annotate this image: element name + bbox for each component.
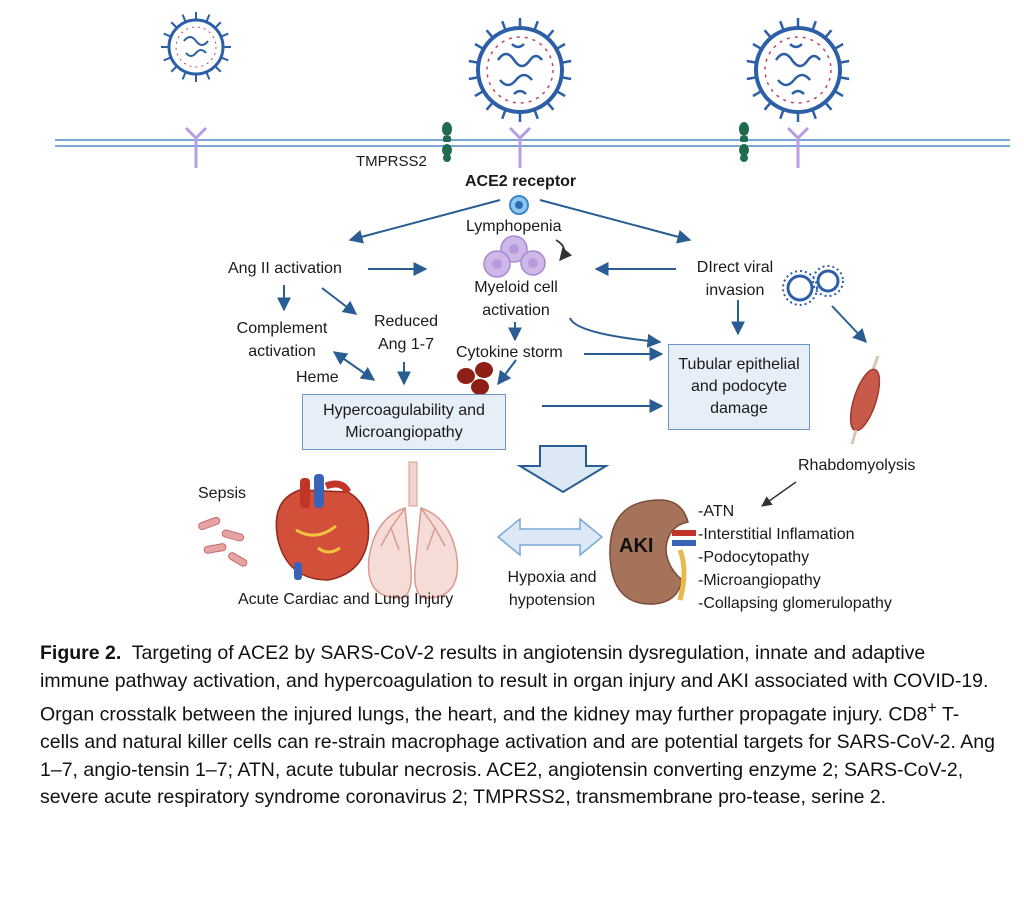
caption-text-continued: T-cells and natural killer cells can re-…	[40, 703, 995, 809]
tubular-line2: and podocyte	[690, 378, 788, 395]
aki-item: -ATN	[698, 503, 735, 520]
hypoxia-label: Hypoxia and hypotension	[496, 568, 608, 611]
complement-line2: activation	[248, 343, 316, 360]
cardiac-lung-injury-label: Acute Cardiac and Lung Injury	[238, 591, 454, 608]
rhabdo-arrow	[761, 481, 797, 507]
tubular-damage-box: Tubular epithelial and podocyte damage	[668, 344, 810, 430]
direct-line2: invasion	[705, 282, 765, 299]
virus-icon-right	[746, 18, 850, 122]
tmprss2-icon	[442, 122, 749, 162]
aki-item: -Podocytopathy	[698, 549, 810, 566]
direct-line1: DIrect viral	[696, 259, 774, 276]
lungs-icon	[367, 461, 459, 599]
heart-icon	[275, 474, 370, 581]
lymphopenia-curved-arrow	[555, 239, 573, 261]
hypoxia-line2: hypotension	[508, 592, 596, 609]
hyper-line2: Microangiopathy	[345, 424, 463, 441]
diagram-graphics	[55, 12, 1010, 605]
reduced-ang-label: Reduced Ang 1-7	[366, 312, 446, 355]
figure-number: Figure 2.	[40, 642, 122, 664]
sepsis-label: Sepsis	[198, 485, 247, 502]
myeloid-activation-label: Myeloid cell activation	[458, 278, 574, 321]
myeloid-cells-icon	[483, 235, 546, 278]
myeloid-line1: Myeloid cell	[474, 279, 558, 296]
direct-invasion-label: DIrect viral invasion	[680, 258, 790, 301]
hyper-line1: Hypercoagulability and	[323, 402, 485, 419]
double-arrow	[496, 517, 604, 557]
tmprss2-label: TMPRSS2	[356, 153, 427, 170]
aki-item: -Collapsing glomerulopathy	[698, 595, 892, 612]
figure-caption: Figure 2. Targeting of ACE2 by SARS-CoV-…	[40, 640, 998, 812]
ace2-receptor-label: ACE2 receptor	[465, 173, 577, 190]
figure: TMPRSS2 ACE2 receptor Lymphopenia Ang II…	[55, 12, 1010, 615]
hypoxia-line1: Hypoxia and	[507, 569, 597, 586]
caption-text: Targeting of ACE2 by SARS-CoV-2 results …	[40, 642, 989, 726]
muscle-icon	[849, 355, 881, 445]
small-virus-icons	[782, 265, 844, 306]
kidney-icon	[609, 499, 696, 605]
cell-icon	[509, 195, 529, 215]
tubular-line3: damage	[710, 400, 768, 417]
aki-item: -Microangiopathy	[698, 572, 821, 589]
virus-icon-center	[468, 18, 572, 122]
reduced-line1: Reduced	[373, 313, 439, 330]
ace2-receptor-icon	[184, 126, 810, 168]
cytokine-storm-label: Cytokine storm	[456, 344, 563, 361]
red-blood-cells-icon	[457, 362, 493, 395]
hypercoagulability-box: Hypercoagulability and Microangiopathy	[302, 394, 506, 450]
aki-label: AKI	[619, 535, 654, 557]
aki-findings-list: -ATN -Interstitial Inflamation -Podocyto…	[698, 500, 892, 615]
caption-superscript: +	[927, 699, 937, 718]
cell-membrane	[55, 139, 1010, 147]
aki-item: -Interstitial Inflamation	[698, 526, 855, 543]
virus-icon-small	[161, 12, 231, 82]
reduced-line2: Ang 1-7	[377, 336, 435, 353]
complement-line1: Complement	[236, 320, 328, 337]
rhabdomyolysis-label: Rhabdomyolysis	[798, 457, 916, 474]
myeloid-line2: activation	[482, 302, 550, 319]
bacteria-icon	[198, 516, 248, 567]
flow-arrows	[277, 199, 867, 413]
heme-label: Heme	[296, 369, 339, 386]
big-down-arrow	[516, 445, 610, 494]
complement-activation-label: Complement activation	[226, 319, 338, 362]
lymphopenia-label: Lymphopenia	[466, 218, 562, 235]
ang2-activation-label: Ang II activation	[228, 260, 342, 277]
tubular-line1: Tubular epithelial	[678, 356, 800, 373]
